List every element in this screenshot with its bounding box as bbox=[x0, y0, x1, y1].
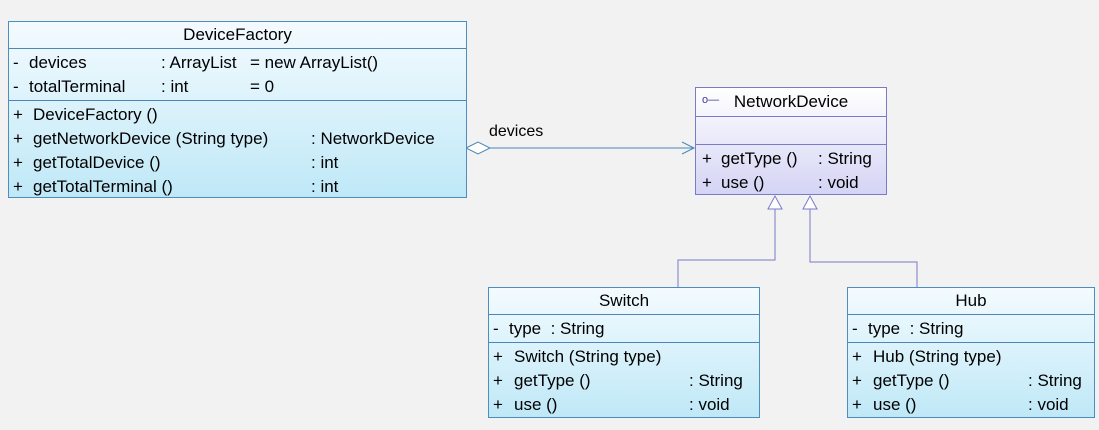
class-name: DeviceFactory bbox=[183, 25, 292, 44]
operation-return: : void bbox=[689, 395, 730, 414]
operation-return: : int bbox=[311, 177, 339, 196]
attribute-row: - devices : ArrayList = new ArrayList() bbox=[9, 51, 466, 75]
attribute-name: devices bbox=[29, 53, 87, 72]
operation-return: : int bbox=[311, 153, 339, 172]
operation-signature: Hub (String type) bbox=[873, 347, 1002, 366]
operation-row: + Hub (String type) bbox=[848, 345, 1094, 369]
operation-row: + getType () : String bbox=[489, 369, 759, 393]
operations-section: + Hub (String type) + getType () : Strin… bbox=[848, 342, 1094, 417]
operation-signature: getNetworkDevice (String type) bbox=[33, 129, 269, 148]
attribute-row: - type : String bbox=[848, 317, 1094, 341]
operation-row: + getTotalDevice () : int bbox=[9, 151, 466, 175]
operation-signature: getType () bbox=[873, 371, 950, 390]
attribute-row: - type : String bbox=[489, 317, 759, 341]
operation-row: + getTotalTerminal () : int bbox=[9, 175, 466, 199]
operation-row: + DeviceFactory () bbox=[9, 103, 466, 127]
visibility: - bbox=[13, 53, 19, 72]
attribute-type: : ArrayList bbox=[161, 53, 237, 72]
visibility: + bbox=[493, 371, 503, 390]
operations-section: + Switch (String type) + getType () : St… bbox=[489, 342, 759, 417]
visibility: + bbox=[13, 177, 23, 196]
operation-return: : String bbox=[1028, 371, 1082, 390]
class-name-wrap: o— NetworkDevice bbox=[696, 88, 886, 116]
visibility: - bbox=[852, 319, 858, 338]
visibility: - bbox=[13, 77, 19, 96]
visibility: + bbox=[852, 371, 862, 390]
visibility: + bbox=[852, 395, 862, 414]
class-hub[interactable]: Hub - type : String + Hub (String type) … bbox=[847, 287, 1095, 418]
operations-section: + DeviceFactory () + getNetworkDevice (S… bbox=[9, 100, 466, 199]
visibility: + bbox=[13, 129, 23, 148]
operation-row: + getType () : String bbox=[696, 147, 886, 171]
attribute-name: totalTerminal bbox=[29, 77, 126, 96]
class-device-factory[interactable]: DeviceFactory - devices : ArrayList = ne… bbox=[8, 21, 467, 198]
inheritance-triangle bbox=[767, 194, 783, 210]
operation-signature: use () bbox=[514, 395, 558, 414]
attribute-text: type : String bbox=[509, 319, 605, 338]
operation-return: : void bbox=[1028, 395, 1069, 414]
visibility: - bbox=[493, 319, 499, 338]
visibility: + bbox=[13, 153, 23, 172]
operation-signature: getTotalTerminal () bbox=[33, 177, 173, 196]
operation-row: + use () : void bbox=[848, 393, 1094, 417]
inheritance-triangle bbox=[802, 194, 818, 210]
interface-network-device[interactable]: o— NetworkDevice + getType () : String +… bbox=[695, 87, 887, 195]
operation-return: : String bbox=[818, 149, 872, 168]
attribute-init: = 0 bbox=[250, 77, 275, 96]
visibility: + bbox=[702, 149, 712, 168]
aggregation-connector bbox=[464, 141, 696, 155]
operation-row: + use () : void bbox=[489, 393, 759, 417]
operation-row: + Switch (String type) bbox=[489, 345, 759, 369]
visibility: + bbox=[702, 173, 712, 192]
attributes-section: - devices : ArrayList = new ArrayList() … bbox=[9, 48, 466, 100]
operation-row: + getNetworkDevice (String type) : Netwo… bbox=[9, 127, 466, 151]
operation-signature: getType () bbox=[721, 149, 798, 168]
operation-row: + use () : void bbox=[696, 171, 886, 195]
operation-row: + getType () : String bbox=[848, 369, 1094, 393]
operation-signature: getTotalDevice () bbox=[33, 153, 161, 172]
class-name: Switch bbox=[598, 291, 650, 310]
operation-return: : NetworkDevice bbox=[311, 129, 435, 148]
attributes-section: - type : String bbox=[489, 314, 759, 342]
visibility: + bbox=[13, 105, 23, 124]
class-switch[interactable]: Switch - type : String + Switch (String … bbox=[488, 287, 760, 418]
attribute-init: = new ArrayList() bbox=[250, 53, 379, 72]
visibility: + bbox=[852, 347, 862, 366]
visibility: + bbox=[493, 347, 503, 366]
aggregation-diamond bbox=[464, 141, 492, 155]
operation-signature: DeviceFactory () bbox=[33, 105, 158, 124]
attribute-type: : int bbox=[161, 77, 189, 96]
class-name: NetworkDevice bbox=[733, 92, 849, 111]
operation-signature: getType () bbox=[514, 371, 591, 390]
attributes-section bbox=[696, 116, 886, 144]
attribute-text: type : String bbox=[868, 319, 964, 338]
operation-signature: use () bbox=[873, 395, 917, 414]
class-name: Hub bbox=[955, 291, 987, 310]
generalization-switch bbox=[677, 194, 783, 287]
operation-return: : String bbox=[689, 371, 743, 390]
generalization-hub bbox=[802, 194, 918, 287]
attribute-row: - totalTerminal : int = 0 bbox=[9, 75, 466, 99]
operations-section: + getType () : String + use () : void bbox=[696, 144, 886, 195]
association-label: devices bbox=[489, 123, 544, 140]
interface-lollipop-icon: o— bbox=[702, 94, 720, 106]
operation-return: : void bbox=[818, 173, 859, 192]
operation-signature: Switch (String type) bbox=[514, 347, 662, 366]
association-arrowhead bbox=[681, 141, 696, 155]
visibility: + bbox=[493, 395, 503, 414]
operation-signature: use () bbox=[721, 173, 765, 192]
attributes-section: - type : String bbox=[848, 314, 1094, 342]
